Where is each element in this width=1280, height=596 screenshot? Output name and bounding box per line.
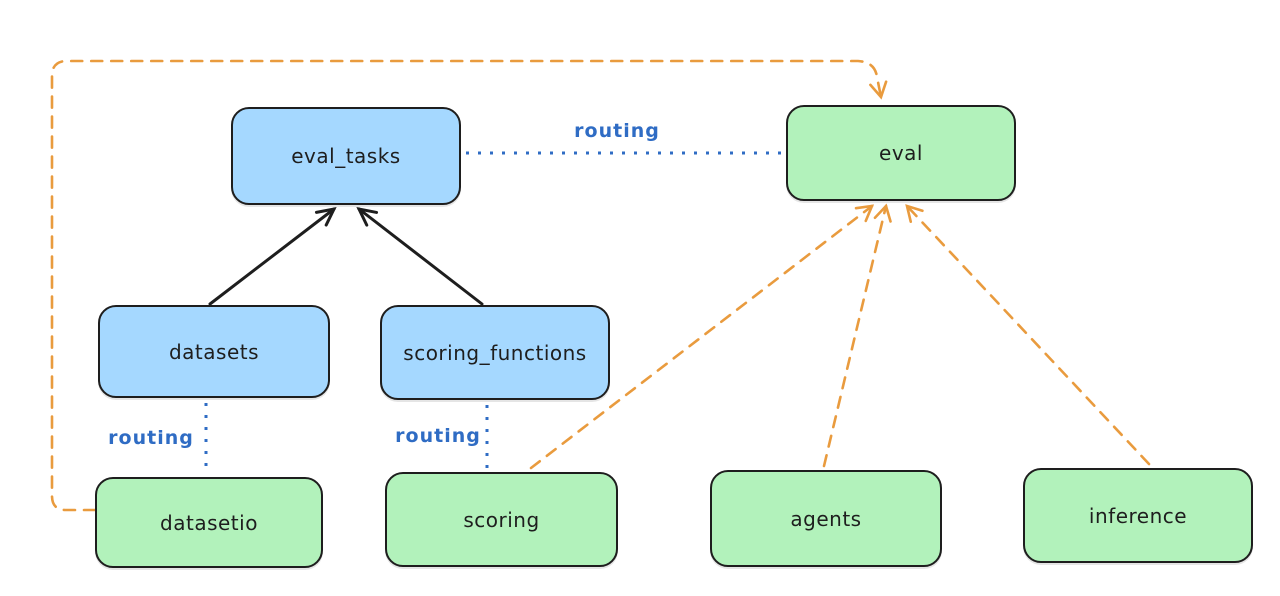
node-inference: inference [1023,468,1253,563]
node-eval-label: eval [879,141,923,165]
node-eval: eval [786,105,1016,201]
node-datasetio: datasetio [95,477,323,568]
edge-datasets-to-eval-tasks [208,206,337,306]
node-agents: agents [710,470,942,567]
edge-label-routing-top: routing [574,120,660,142]
node-agents-label: agents [790,506,862,531]
node-eval-tasks-label: eval_tasks [291,144,401,168]
node-datasets-label: datasets [168,339,260,364]
node-datasetio-label: datasetio [160,510,258,535]
node-eval-tasks: eval_tasks [231,107,461,205]
node-scoring-label: scoring [463,507,540,532]
node-scoring: scoring [385,472,618,567]
node-scoring-functions: scoring_functions [380,305,610,400]
edge-label-routing-left: routing [108,427,194,449]
edge-inference-to-eval [905,204,1151,466]
edge-scoring-to-eval [529,204,875,470]
node-inference-label: inference [1088,503,1188,528]
node-datasets: datasets [98,305,330,398]
edge-datasetio-to-eval [50,59,888,512]
node-scoring-functions-label: scoring_functions [403,340,587,365]
edge-agents-to-eval [822,203,892,468]
edge-label-routing-middle: routing [395,425,481,447]
edge-scoring-functions-to-eval-tasks [356,206,484,306]
